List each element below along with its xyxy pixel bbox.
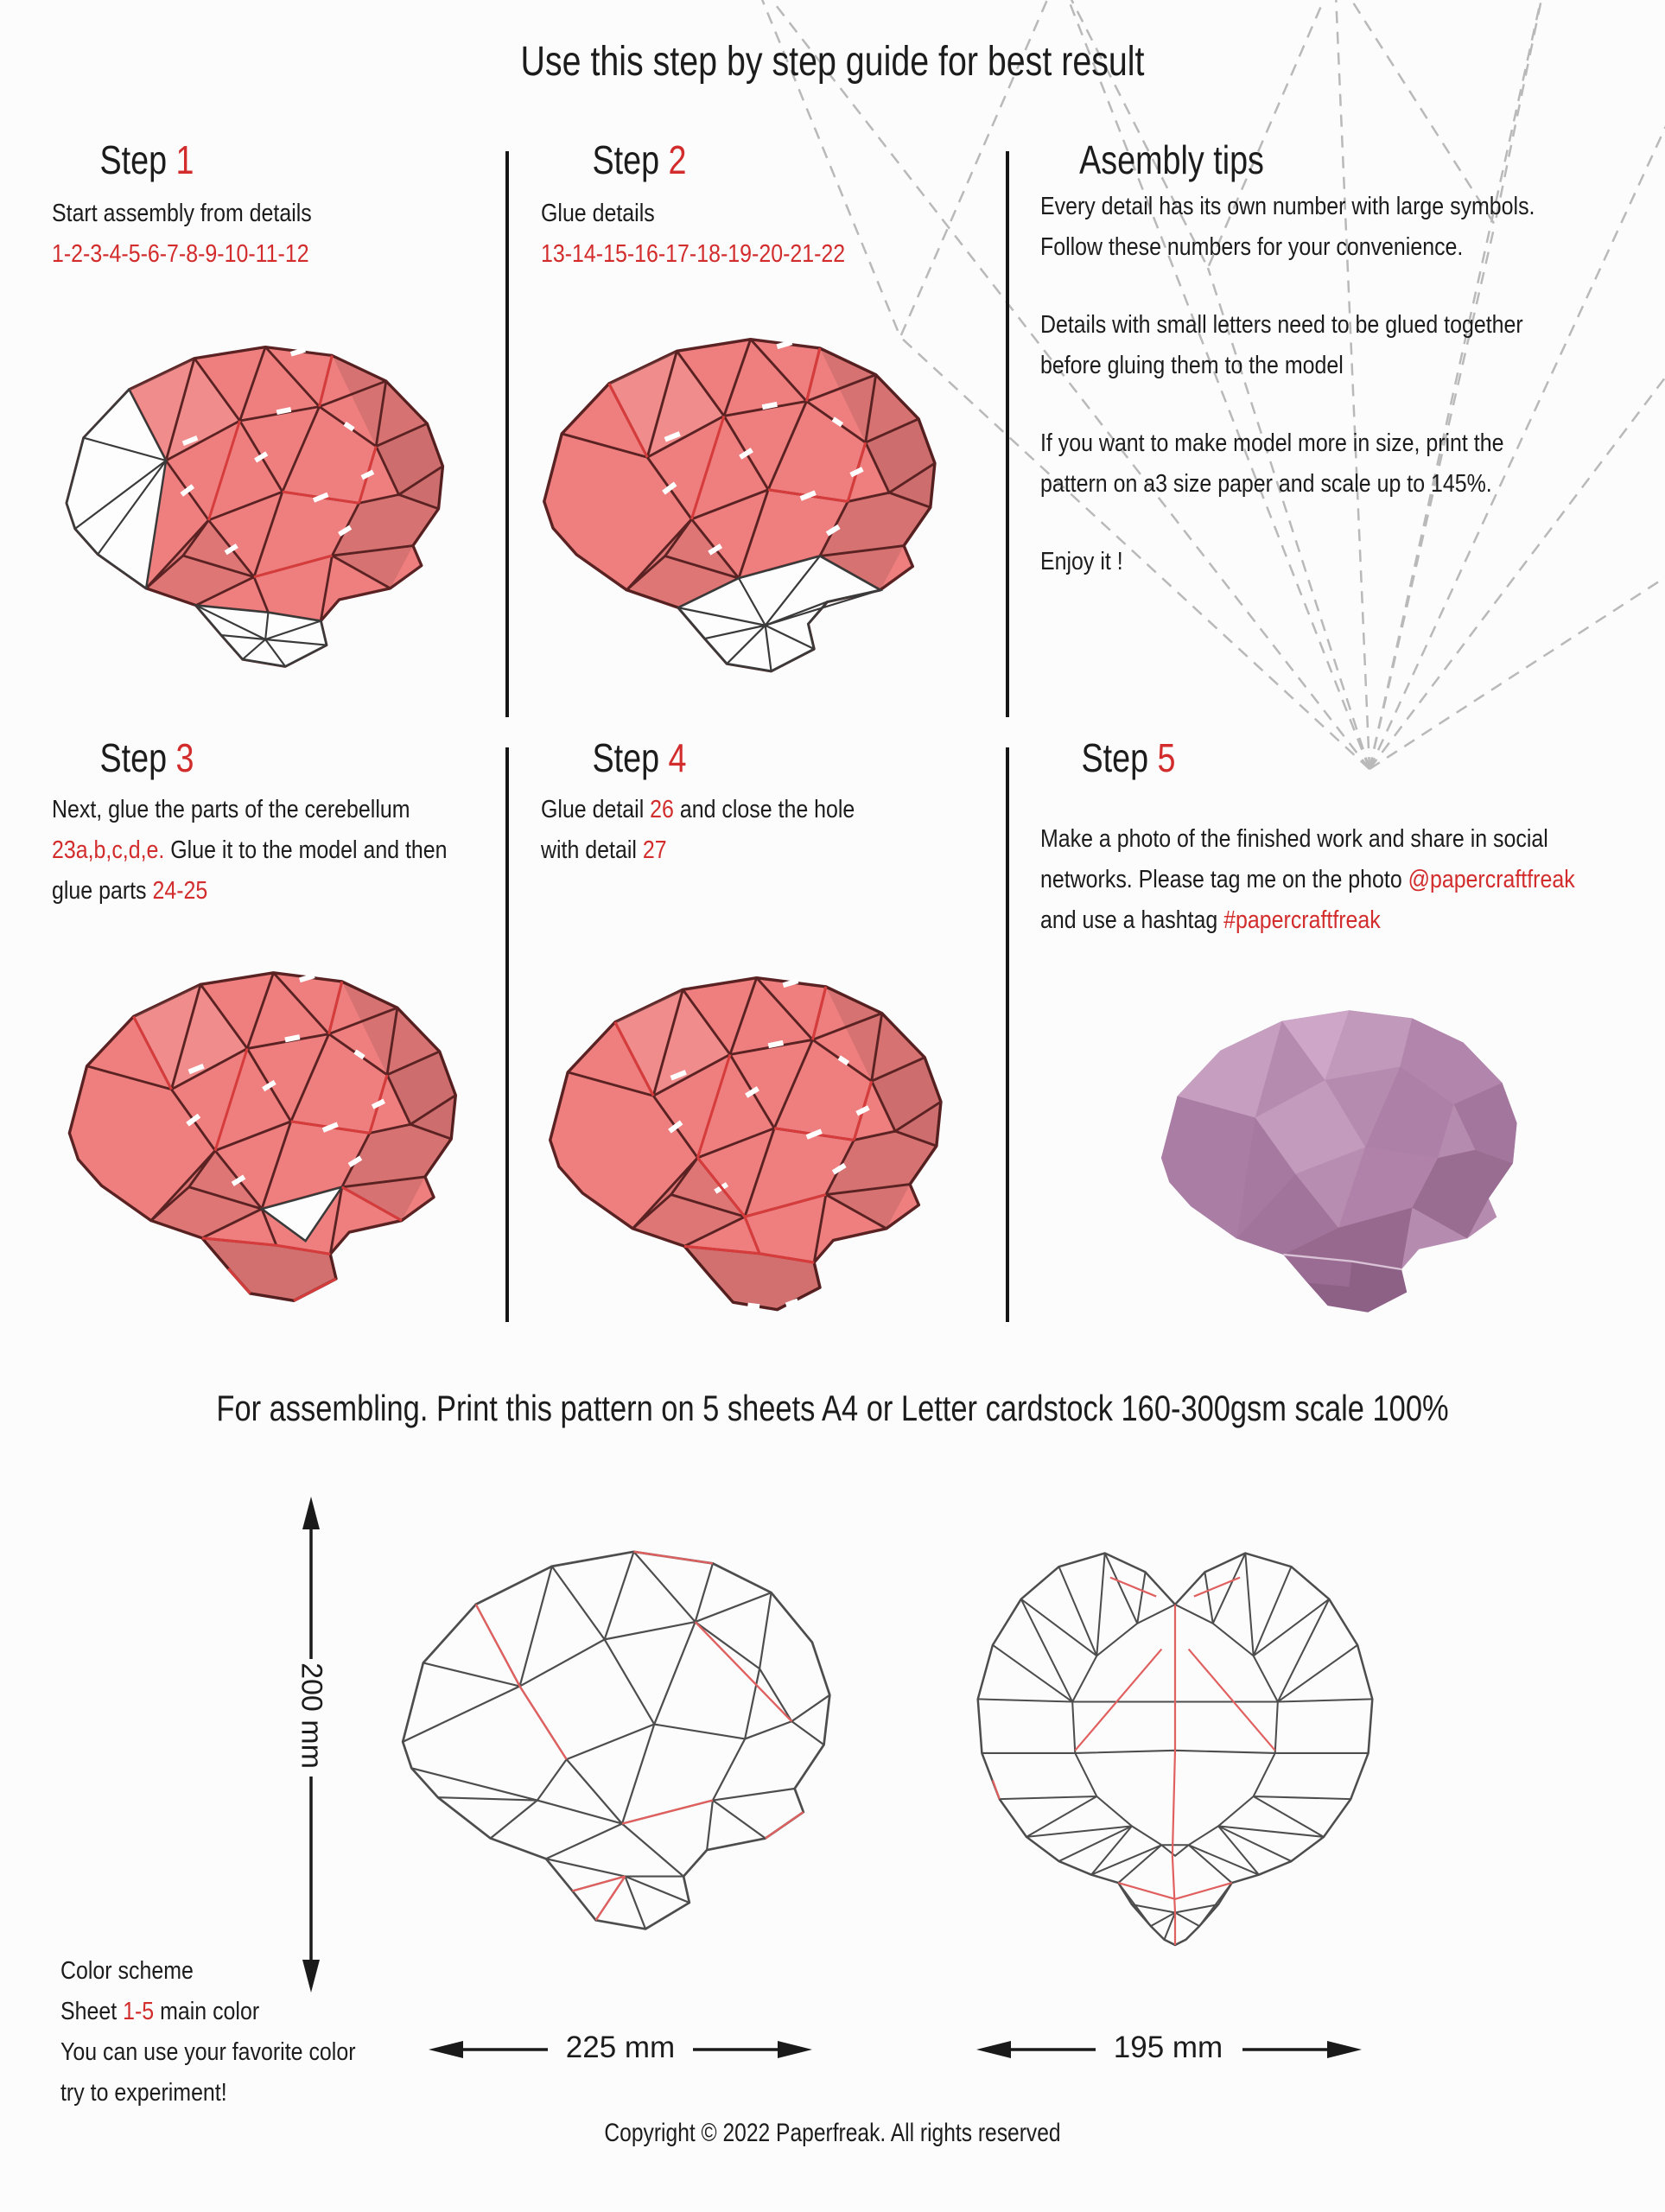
side-width-dimension-label: 225 mm [565, 2031, 676, 2064]
step2-unassembled-bottom [676, 555, 884, 672]
divider-top-right [1006, 151, 1009, 717]
height-arrow-bottom [302, 1777, 320, 1993]
assembly-tips-text: Every detail has its own number with lar… [1040, 193, 1535, 575]
height-arrow-top [302, 1497, 320, 1659]
front-width-dimension-label: 195 mm [1113, 2031, 1223, 2064]
step4-number: 4 [668, 735, 687, 780]
step3-number: 3 [175, 735, 194, 780]
page-title: Use this step by step guide for best res… [520, 39, 1145, 85]
step1-heading: Step 1 [99, 137, 194, 182]
height-dimension-label: 200 mm [295, 1662, 328, 1769]
side-width-arrow-right [693, 2041, 812, 2058]
front-width-arrow-right [1242, 2041, 1362, 2058]
assembly-tips-heading: Asembly tips [1079, 137, 1264, 182]
copyright-line: Copyright © 2022 Paperfreak. All rights … [604, 2119, 1061, 2147]
step3-brain-image [43, 938, 480, 1322]
step2-heading: Step 2 [592, 137, 687, 182]
step3-heading: Step 3 [99, 735, 194, 780]
pattern-front-view [976, 1552, 1374, 1947]
step5-instructions: Make a photo of the finished work and sh… [1040, 825, 1575, 934]
side-width-arrow-left [429, 2041, 548, 2058]
divider-top-left [505, 151, 509, 717]
step3-hole-and-seams [201, 1185, 403, 1302]
step4-brain-image [524, 944, 966, 1331]
pattern-side-view [401, 1550, 831, 1930]
step5-heading: Step 5 [1081, 735, 1176, 780]
step4-heading: Step 4 [592, 735, 687, 780]
step1-brain-image [40, 321, 468, 679]
step4-seams [683, 1156, 815, 1310]
step2-brain-image [517, 313, 961, 684]
step1-unassembled-front [65, 387, 328, 668]
front-width-arrow-left [976, 2041, 1096, 2058]
divider-bottom-right [1006, 747, 1009, 1322]
divider-bottom-left [505, 747, 509, 1322]
print-instructions: For assembling. Print this pattern on 5 … [216, 1388, 1449, 1428]
step1-number: 1 [175, 137, 194, 182]
step5-number: 5 [1157, 735, 1176, 780]
finished-model-image [1160, 1010, 1517, 1313]
step2-number: 2 [668, 137, 687, 182]
